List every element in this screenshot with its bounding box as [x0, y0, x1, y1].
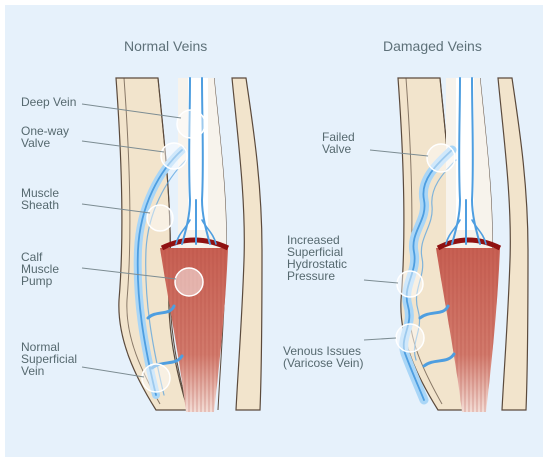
normal-superficial-circle [142, 364, 170, 392]
normal-sheath-circle [147, 205, 173, 231]
label-muscle-sheath: Muscle Sheath [21, 187, 59, 211]
damaged-varicose-circle [396, 324, 424, 352]
damaged-pressure-circle [397, 271, 423, 297]
diagram-panel [5, 5, 543, 457]
normal-deep-vein-circle [177, 110, 205, 138]
title-normal-veins: Normal Veins [124, 38, 207, 54]
normal-deep-vein-light [188, 78, 208, 230]
label-one-way-valve: One-way Valve [21, 125, 69, 149]
label-venous-issues: Venous Issues (Varicose Vein) [283, 345, 363, 369]
damaged-valve-circle [427, 144, 455, 172]
normal-pump-circle [175, 268, 203, 296]
normal-valve-circle [161, 143, 187, 169]
label-calf-muscle-pump: Calf Muscle Pump [21, 251, 59, 287]
title-damaged-veins: Damaged Veins [383, 38, 482, 54]
label-deep-vein: Deep Vein [21, 96, 76, 108]
label-failed-valve: Failed Valve [322, 131, 355, 155]
label-increased-pressure: Increased Superficial Hydrostatic Pressu… [287, 234, 347, 282]
label-normal-superficial-vein: Normal Superficial Vein [21, 341, 77, 377]
